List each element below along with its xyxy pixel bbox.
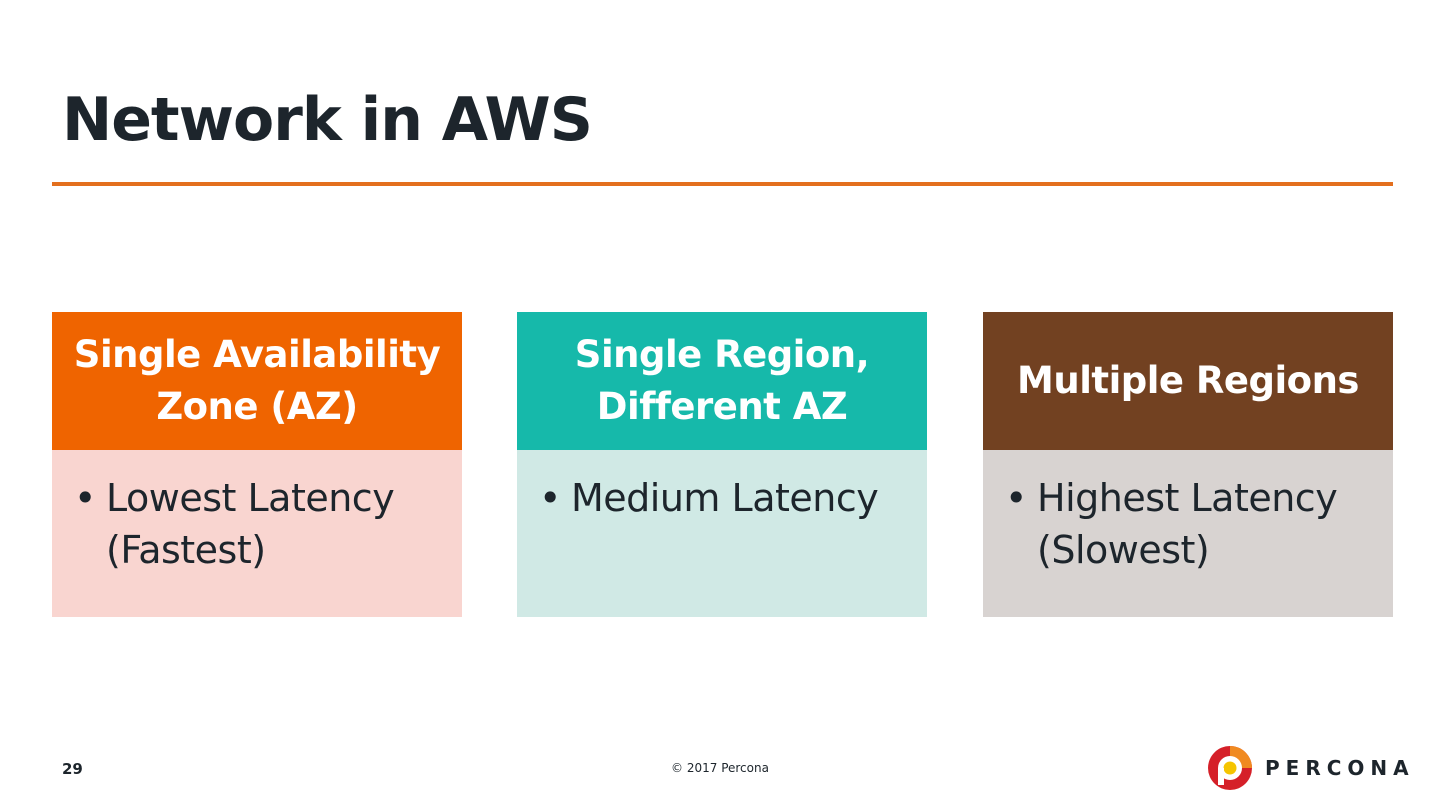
card-body: • Medium Latency — [517, 450, 927, 617]
percona-logo: PERCONA — [1207, 745, 1415, 791]
page-number: 29 — [62, 760, 83, 778]
card-body: • Highest Latency (Slowest) — [983, 450, 1393, 617]
card-bullet-text: Lowest Latency (Fastest) — [106, 476, 395, 572]
copyright-text: © 2017 Percona — [671, 761, 769, 775]
percona-logo-icon — [1208, 746, 1252, 790]
card-heading: Single Availability Zone (AZ) — [52, 312, 462, 450]
card-bullet-text: Highest Latency (Slowest) — [1037, 476, 1338, 572]
bullet-icon: • — [74, 476, 96, 520]
card-body: • Lowest Latency (Fastest) — [52, 450, 462, 617]
card-bullet-text: Medium Latency — [571, 476, 879, 520]
card-single-region: Single Region, Different AZ • Medium Lat… — [517, 312, 927, 617]
card-multiple-regions: Multiple Regions • Highest Latency (Slow… — [983, 312, 1393, 617]
logo-wordmark: PERCONA — [1265, 756, 1415, 780]
title-underline — [52, 182, 1393, 186]
bullet-icon: • — [539, 476, 561, 520]
card-heading: Single Region, Different AZ — [517, 312, 927, 450]
bullet-icon: • — [1005, 476, 1027, 520]
slide-title: Network in AWS — [62, 85, 593, 155]
card-heading: Multiple Regions — [983, 312, 1393, 450]
card-single-az: Single Availability Zone (AZ) • Lowest L… — [52, 312, 462, 617]
